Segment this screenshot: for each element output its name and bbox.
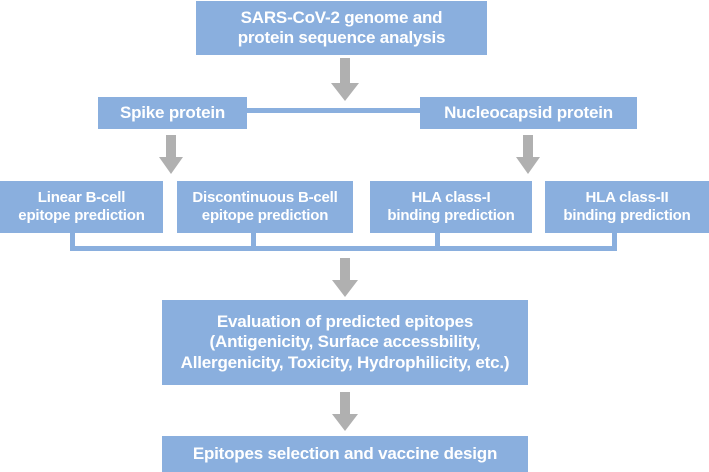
horizontal-link-icon-proteins bbox=[245, 108, 422, 113]
bracket-join-icon-predictions bbox=[70, 230, 625, 254]
node-spike-protein[interactable]: Spike protein bbox=[98, 97, 247, 129]
node-evaluation-of-epitopes-text: Evaluation of predicted epitopes (Antige… bbox=[181, 312, 510, 372]
node-hla-class-i-prediction-text: HLA class-I binding prediction bbox=[387, 189, 514, 224]
node-spike-protein-label: Spike protein bbox=[119, 102, 226, 122]
node-discontinuous-bcell-prediction[interactable]: Discontinuous B-cell epitope prediction bbox=[177, 181, 353, 233]
node-genome-analysis-line2: protein sequence analysis bbox=[237, 28, 446, 47]
arrow-down-icon-nucleocapsid-to-hla bbox=[515, 135, 541, 175]
node-hla-class-i-prediction-line2: binding prediction bbox=[387, 207, 515, 224]
node-linear-bcell-prediction-text: Linear B-cell epitope prediction bbox=[18, 189, 145, 224]
node-genome-analysis[interactable]: SARS-CoV-2 genome and protein sequence a… bbox=[196, 1, 487, 55]
node-genome-analysis-text: SARS-CoV-2 genome and protein sequence a… bbox=[238, 8, 446, 48]
node-epitope-selection-vaccine-design-label: Epitopes selection and vaccine design bbox=[192, 443, 498, 463]
node-evaluation-of-epitopes-line2: (Antigenicity, Surface accessbility, bbox=[209, 332, 481, 352]
node-linear-bcell-prediction-line2: epitope prediction bbox=[18, 207, 145, 224]
node-discontinuous-bcell-prediction-text: Discontinuous B-cell epitope prediction bbox=[192, 189, 337, 224]
arrow-down-icon-predictions-to-evaluation bbox=[331, 258, 359, 298]
node-nucleocapsid-protein-label: Nucleocapsid protein bbox=[444, 102, 613, 122]
node-evaluation-of-epitopes-line1: Evaluation of predicted epitopes bbox=[216, 312, 474, 332]
node-epitope-selection-vaccine-design[interactable]: Epitopes selection and vaccine design bbox=[162, 436, 528, 472]
node-evaluation-of-epitopes[interactable]: Evaluation of predicted epitopes (Antige… bbox=[162, 300, 528, 385]
node-hla-class-ii-prediction-line2: binding prediction bbox=[563, 207, 691, 224]
arrow-down-icon-spike-to-bcell bbox=[158, 135, 184, 175]
node-linear-bcell-prediction[interactable]: Linear B-cell epitope prediction bbox=[0, 181, 163, 233]
node-discontinuous-bcell-prediction-line2: epitope prediction bbox=[201, 207, 329, 224]
node-hla-class-ii-prediction[interactable]: HLA class-II binding prediction bbox=[545, 181, 709, 233]
node-hla-class-i-prediction[interactable]: HLA class-I binding prediction bbox=[370, 181, 532, 233]
arrow-down-icon-evaluation-to-outcome bbox=[331, 392, 359, 432]
node-linear-bcell-prediction-line1: Linear B-cell bbox=[37, 189, 126, 207]
node-hla-class-i-prediction-line1: HLA class-I bbox=[411, 189, 491, 207]
node-hla-class-ii-prediction-line1: HLA class-II bbox=[585, 189, 669, 207]
node-hla-class-ii-prediction-text: HLA class-II binding prediction bbox=[563, 189, 690, 224]
node-nucleocapsid-protein[interactable]: Nucleocapsid protein bbox=[420, 97, 637, 129]
node-evaluation-of-epitopes-line3: Allergenicity, Toxicity, Hydrophilicity,… bbox=[180, 352, 510, 372]
node-genome-analysis-line1: SARS-CoV-2 genome and bbox=[240, 7, 443, 27]
arrow-down-icon-genome-to-proteins bbox=[330, 58, 360, 102]
node-discontinuous-bcell-prediction-line1: Discontinuous B-cell bbox=[192, 189, 338, 207]
